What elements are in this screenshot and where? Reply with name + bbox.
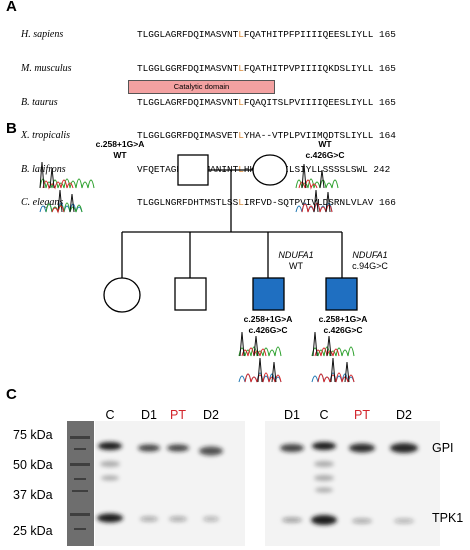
sequence-pre: TLGGLGGRFDQIMASVET — [137, 130, 239, 142]
child2-label: c.258+1G>A c.426G>C — [303, 314, 383, 335]
panel-b-letter: B — [6, 120, 17, 137]
gpi-bands — [98, 442, 418, 456]
residue-number: 165 — [378, 96, 396, 108]
species-name: C. elegans — [21, 197, 64, 209]
child1-mutation-1: c.258+1G>A — [243, 314, 293, 324]
conserved-residue: L — [238, 96, 244, 108]
species-name: B. latifrons — [21, 163, 66, 175]
father-label: c.258+1G>A WT — [70, 139, 170, 160]
lane-label: D1 — [141, 408, 157, 422]
father-status: WT — [113, 149, 127, 160]
sequence-post: YHA--VTPLPVIIMQDTSLIYLL — [243, 130, 374, 142]
conserved-residue: L — [238, 29, 244, 41]
lane-label-patient: PT — [354, 408, 370, 422]
father-symbol — [177, 154, 209, 186]
ladder-lane — [67, 421, 94, 546]
lane-label: C — [319, 408, 329, 422]
mother-mutation: c.426G>C — [305, 149, 345, 160]
panel-a-letter: A — [6, 0, 17, 15]
sequence-post: FQATHITPVPIIIIQKDSLIYLL — [243, 63, 374, 75]
gene-status: c.94G>C — [352, 260, 388, 271]
tpk1-bands — [97, 513, 414, 525]
residue-number: 165 — [378, 29, 396, 41]
sequence-pre: TLGGLGGRFDQIMASVNT — [137, 63, 239, 75]
gene-name: NDUFA1 — [278, 250, 314, 260]
conserved-residue: L — [238, 197, 244, 209]
western-blot — [67, 421, 440, 546]
conserved-residue: L — [238, 63, 244, 75]
species-name: B. taurus — [21, 96, 58, 108]
affected-son-symbol — [252, 277, 285, 311]
mw-label: 37 kDa — [13, 488, 53, 502]
mw-label: 50 kDa — [13, 458, 53, 472]
catalytic-domain-bar: Catalytic domain — [128, 80, 275, 94]
mw-label: 75 kDa — [13, 428, 53, 442]
panel-c-letter: C — [6, 386, 17, 403]
residue-number: 165 — [378, 63, 396, 75]
child1-mutation-2: c.426G>C — [248, 324, 288, 335]
sequence-pre: TLGGLNGRFDHTMSTLSS — [137, 197, 239, 209]
son-symbol — [174, 277, 207, 311]
lane-label-patient: PT — [170, 408, 186, 422]
mother-symbol — [252, 154, 288, 186]
sequence-post: FQATHITPFPIIIIQEESLIYLL — [243, 29, 374, 41]
protein-label-tpk1: TPK1 — [432, 511, 464, 525]
species-name: X. tropicalis — [21, 130, 71, 142]
child1-label: c.258+1G>A c.426G>C — [228, 314, 308, 335]
nonspecific-bands — [100, 461, 334, 493]
chromatogram-mother — [295, 163, 339, 213]
lane-label: C — [105, 408, 115, 422]
pedigree-chart — [39, 154, 358, 383]
conserved-residue: L — [238, 163, 244, 175]
lane-label: D1 — [284, 408, 300, 422]
species-name: H. sapiens — [21, 29, 64, 41]
chromatogram-child2 — [311, 331, 355, 383]
sequence-post: FQAQITSLPVIIIIQEESLIYLL — [243, 96, 374, 108]
lane-label: D2 — [396, 408, 412, 422]
blot-membrane-left — [95, 421, 245, 546]
sequence-pre: TLGGLAGRFDQIMASVNT — [137, 96, 239, 108]
residue-number: 242 — [373, 163, 391, 175]
gene-label-child2: NDUFA1 c.94G>C — [340, 250, 400, 271]
chromatogram-child1 — [238, 331, 282, 383]
child2-mutation-1: c.258+1G>A — [318, 314, 368, 324]
child2-mutation-2: c.426G>C — [323, 324, 363, 335]
gene-label-child1: NDUFA1 WT — [266, 250, 326, 271]
mother-status: WT — [318, 139, 332, 149]
sequence-post: HKLQ-SDILSIYLLSSSSLSWL — [243, 163, 368, 175]
blot-membrane-right — [265, 421, 440, 546]
gene-status: WT — [289, 260, 303, 271]
chromatogram-father — [39, 161, 95, 214]
affected-son-symbol — [325, 277, 358, 311]
species-name: M. musculus — [21, 63, 72, 75]
conserved-residue: L — [238, 130, 244, 142]
father-mutation: c.258+1G>A — [95, 139, 145, 149]
residue-number: 164 — [378, 130, 396, 142]
mother-label: WT c.426G>C — [290, 139, 360, 160]
mw-label: 25 kDa — [13, 524, 53, 538]
ladder-texture — [70, 436, 90, 530]
lane-label: D2 — [203, 408, 219, 422]
sequence-pre: TLGGLAGRFDQIMASVNT — [137, 29, 239, 41]
daughter-symbol — [103, 277, 141, 313]
residue-number: 166 — [378, 197, 396, 209]
sequence-post: IRFVD-SQTPVIVLDSRNLVLAV — [243, 197, 374, 209]
protein-label-gpi: GPI — [432, 441, 454, 455]
gene-name: NDUFA1 — [352, 250, 388, 260]
